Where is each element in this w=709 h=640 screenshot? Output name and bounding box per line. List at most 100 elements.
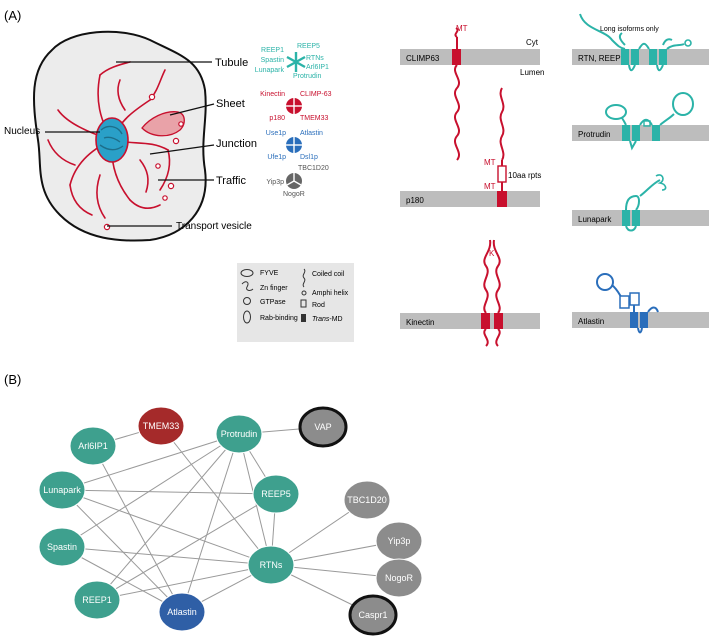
lunapark-protein bbox=[622, 174, 667, 232]
node-shape-reep5 bbox=[252, 474, 300, 514]
legend-amphi: Amphi helix bbox=[312, 290, 349, 297]
node-label-rtns: RTNs bbox=[260, 560, 283, 570]
membrane-kinectin bbox=[400, 313, 540, 329]
traffic-left: Yip3p bbox=[266, 179, 284, 186]
membrane-lunapark bbox=[572, 210, 709, 226]
label-transport-vesicle: Transport vesicle bbox=[176, 221, 252, 232]
tubule-group: REEP1 Spastin Lunapark REEP5 RTNs Arl6IP… bbox=[255, 43, 329, 80]
atlastin-protein bbox=[596, 273, 659, 334]
tubule-left-2: Spastin bbox=[261, 57, 284, 64]
fyve-icon bbox=[240, 269, 254, 277]
amphi-helix-icon bbox=[301, 290, 307, 296]
node-shape-protrudin bbox=[215, 414, 263, 454]
panel-a-label: (A) bbox=[4, 8, 21, 23]
climp63-mt: MT bbox=[456, 24, 468, 33]
node-label-spastin: Spastin bbox=[47, 542, 77, 552]
node-protrudin: Protrudin bbox=[215, 414, 263, 454]
label-traffic: Traffic bbox=[216, 175, 246, 187]
node-label-nogor: NogoR bbox=[385, 573, 414, 583]
tubule-right-4: Protrudin bbox=[293, 73, 322, 80]
sheet-right-2: TMEM33 bbox=[300, 115, 329, 122]
edge-protrudin-reep1 bbox=[96, 433, 240, 601]
node-atlastin: Atlastin bbox=[158, 592, 206, 632]
legend-zn: Zn finger bbox=[260, 285, 288, 292]
zn-finger-icon bbox=[241, 281, 254, 291]
label-atlastin: Atlastin bbox=[578, 317, 604, 326]
tubule-left-1: REEP1 bbox=[261, 47, 284, 54]
rab-binding-icon bbox=[243, 310, 251, 324]
leader-lines bbox=[45, 61, 215, 227]
label-nucleus: Nucleus bbox=[4, 126, 40, 137]
tubule-left-3: Lunapark bbox=[255, 67, 285, 74]
tubule-asterisk-icon bbox=[286, 52, 306, 72]
label-cyt: Cyt bbox=[526, 38, 539, 47]
sheet-left-2: p180 bbox=[269, 115, 285, 122]
edge-spastin-rtns bbox=[61, 546, 272, 566]
edge-spastin-atlastin bbox=[61, 546, 183, 613]
membrane-protrudin bbox=[572, 125, 709, 141]
node-tmem33: TMEM33 bbox=[137, 406, 185, 446]
label-lunapark: Lunapark bbox=[578, 215, 612, 224]
label-tubule: Tubule bbox=[215, 57, 248, 69]
sheet-group: Kinectin p180 CLIMP-63 TMEM33 bbox=[260, 91, 332, 122]
junction-right-1: Atlastin bbox=[300, 130, 323, 137]
junction-left-1: Use1p bbox=[266, 130, 286, 137]
kinectin-protein bbox=[481, 239, 503, 347]
node-label-vap: VAP bbox=[314, 422, 331, 432]
node-yip3p: Yip3p bbox=[375, 521, 423, 561]
edge-tmem33-rtns bbox=[160, 425, 272, 566]
junction-right-2: Dsl1p bbox=[300, 154, 318, 161]
node-caspr1: Caspr1 bbox=[348, 594, 398, 636]
node-reep5: REEP5 bbox=[252, 474, 300, 514]
label-kinectin: Kinectin bbox=[406, 318, 434, 327]
traffic-group: TBC1D20 Yip3p NogoR bbox=[266, 165, 328, 198]
sheet-right-1: CLIMP-63 bbox=[300, 91, 332, 98]
edge-reep1-rtns bbox=[96, 564, 272, 601]
node-label-lunapark: Lunapark bbox=[43, 485, 81, 495]
domain-legend: FYVE Zn finger GTPase Rab-binding Coiled… bbox=[237, 263, 354, 342]
node-label-caspr1: Caspr1 bbox=[358, 610, 387, 620]
node-label-tbc1d20: TBC1D20 bbox=[347, 495, 387, 505]
p180-mt-lower: MT bbox=[484, 182, 496, 191]
trans-md-icon bbox=[301, 314, 306, 322]
legend-fyve: FYVE bbox=[260, 270, 279, 277]
label-long-isoforms: Long isoforms only bbox=[600, 26, 659, 33]
label-10aa-repeats: 10aa rpts bbox=[508, 171, 541, 180]
sheet-left-1: Kinectin bbox=[260, 91, 285, 98]
edge-lunapark-reep5 bbox=[61, 489, 277, 495]
node-shape-spastin bbox=[38, 527, 86, 567]
label-p180: p180 bbox=[406, 196, 424, 205]
node-label-reep5: REEP5 bbox=[261, 489, 291, 499]
traffic-top: TBC1D20 bbox=[298, 165, 329, 172]
rtn-reep-protein bbox=[579, 13, 692, 72]
node-rtns: RTNs bbox=[247, 545, 295, 585]
p180-mt-upper: MT bbox=[484, 158, 496, 167]
node-arl6ip1: Arl6IP1 bbox=[69, 426, 117, 466]
edge-protrudin-spastin bbox=[61, 433, 240, 548]
vesicles bbox=[103, 93, 184, 231]
legend-coiled: Coiled coil bbox=[312, 271, 345, 278]
edge-lunapark-atlastin bbox=[61, 489, 183, 613]
junction-left-2: Ufe1p bbox=[267, 154, 286, 161]
er-sheet bbox=[141, 111, 185, 137]
node-reep1: REEP1 bbox=[73, 580, 121, 620]
p180-protein bbox=[497, 87, 507, 207]
node-shape-rtns bbox=[247, 545, 295, 585]
legend-transmd: Trans-MD bbox=[312, 316, 343, 323]
node-label-tmem33: TMEM33 bbox=[143, 421, 180, 431]
node-label-arl6ip1: Arl6IP1 bbox=[78, 441, 108, 451]
node-shape-arl6ip1 bbox=[69, 426, 117, 466]
kinectin-k: K bbox=[489, 249, 495, 258]
edge-lunapark-rtns bbox=[61, 489, 272, 566]
label-sheet: Sheet bbox=[216, 98, 245, 110]
node-label-atlastin: Atlastin bbox=[167, 607, 197, 617]
label-rtn-reep: RTN, REEP bbox=[578, 54, 621, 63]
node-shape-reep1 bbox=[73, 580, 121, 620]
node-shape-tbc1d20 bbox=[343, 480, 391, 520]
legend-gtpase: GTPase bbox=[260, 299, 286, 306]
label-protrudin: Protrudin bbox=[578, 130, 610, 139]
node-shape-caspr1 bbox=[348, 594, 398, 636]
node-nogor: NogoR bbox=[375, 558, 423, 598]
protrudin-protein bbox=[605, 92, 694, 151]
